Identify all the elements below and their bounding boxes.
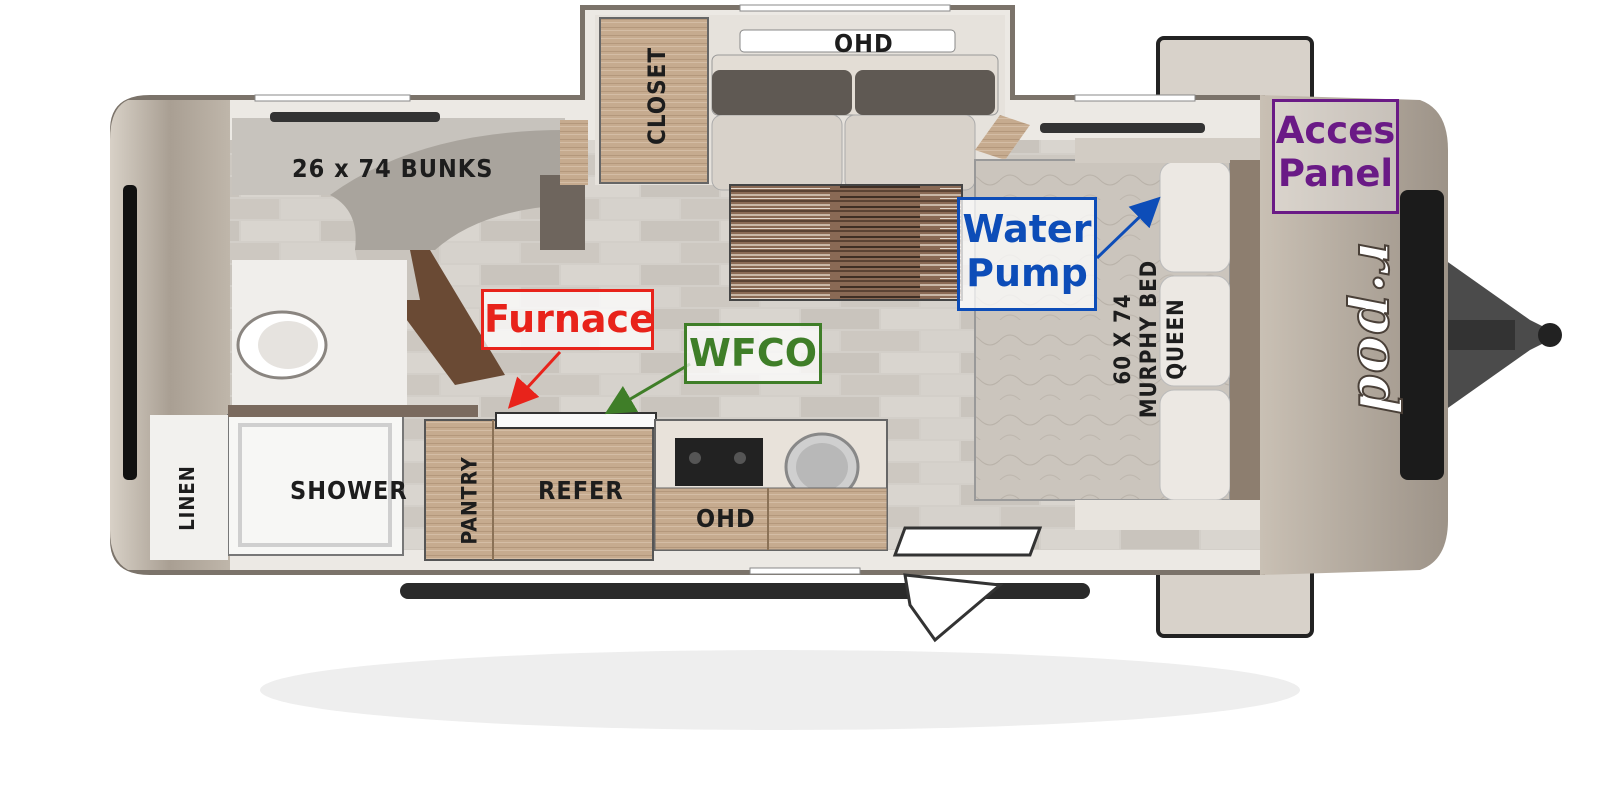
furnace-label: Furnace [484,297,655,341]
bed-queen-label: QUEEN [1163,298,1189,380]
furnace-arrow [507,350,562,409]
access-panel-line1: Acces [1275,109,1396,152]
access-panel-line2: Panel [1277,151,1394,195]
water-pump-line1: Water [962,207,1092,251]
refer-label: REFER [538,476,624,505]
ohd-top-label: OHD [834,29,894,58]
hitch [1445,260,1562,410]
wfco-label: WFCO [688,331,818,375]
bed-size-label: 60 X 74 [1111,293,1136,385]
water-pump-callout: Water Pump [957,197,1097,311]
ohd-bottom-label: OHD [696,504,756,533]
wfco-arrow [604,362,691,415]
rpod-logo: r·pod [1344,241,1412,418]
water-pump-line2: Pump [966,250,1088,295]
dinette-table [729,184,963,301]
wfco-callout: WFCO [684,323,822,384]
cooktop [675,438,763,486]
bed-type-label: MURPHY BED [1137,259,1163,419]
water-pump-arrow [1095,196,1161,260]
furnace-callout: Furnace [481,289,655,350]
front-window [1400,190,1444,480]
access-panel-callout: Acces Panel [1272,99,1399,214]
closet-label: CLOSET [643,46,671,145]
linen-label: LINEN [175,465,199,531]
bunks-label: 26 x 74 BUNKS [292,154,494,183]
shower-label: SHOWER [290,476,408,505]
murphy-bed-label: 60 X 74 MURPHY BED QUEEN [1111,254,1189,424]
pantry-label: PANTRY [457,456,482,545]
rear-window [123,185,137,480]
